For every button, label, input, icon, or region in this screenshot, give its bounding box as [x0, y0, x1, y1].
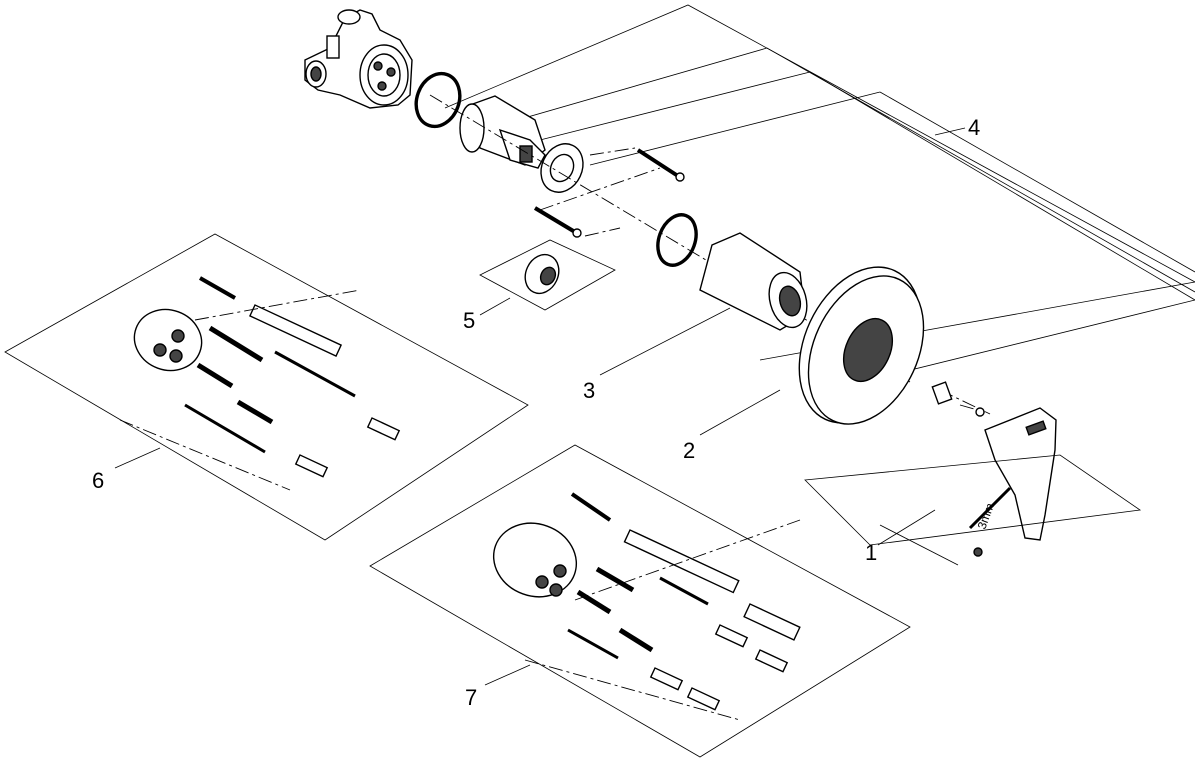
o-ring-small	[656, 213, 698, 267]
handle-assembly: 3mm	[804, 381, 1142, 566]
callout-5: 5	[463, 308, 475, 333]
escutcheon	[798, 266, 925, 425]
leader-lines	[479, 297, 936, 546]
kit-6	[4, 233, 529, 541]
callout-6: 6	[92, 468, 104, 493]
o-ring-large	[414, 71, 462, 129]
callout-1: 1	[865, 540, 877, 565]
screws-long	[533, 148, 685, 238]
hex-key-size-label: 3mm	[975, 501, 997, 531]
callout-4: 4	[968, 115, 980, 140]
valve-body	[304, 9, 413, 109]
callout-3: 3	[583, 378, 595, 403]
callout-2: 2	[683, 438, 695, 463]
flange	[540, 143, 584, 193]
kit-5	[479, 239, 616, 311]
cartridge	[459, 95, 546, 169]
sleeve	[699, 232, 808, 331]
kit-7	[369, 444, 911, 758]
callout-7: 7	[465, 685, 477, 710]
